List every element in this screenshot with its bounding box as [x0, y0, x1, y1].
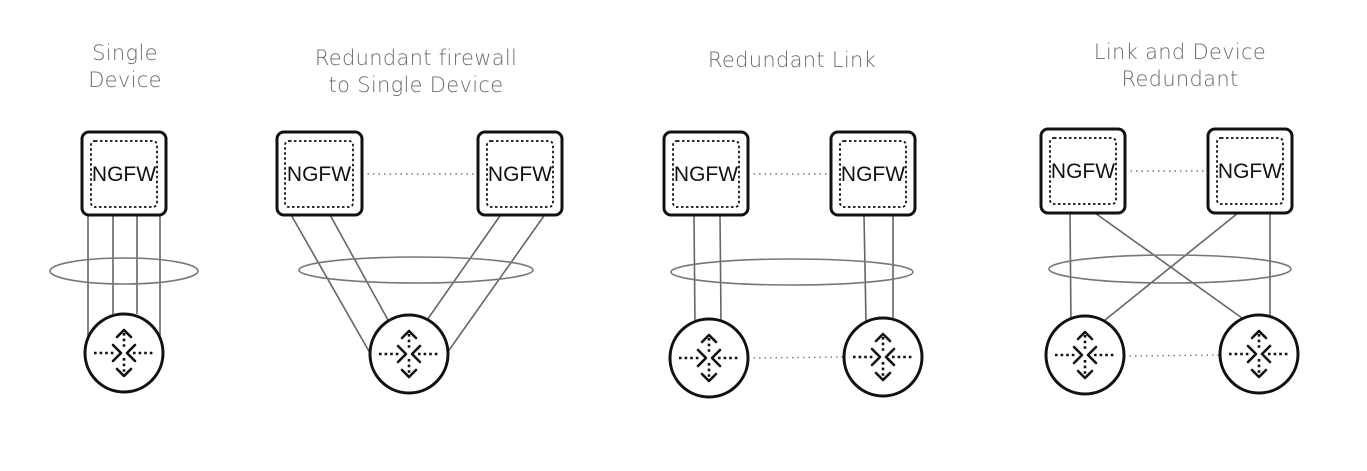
ngfw-label: NGFW [674, 163, 738, 186]
ngfw-inner-dashed [672, 140, 740, 208]
router [1044, 314, 1126, 396]
router-circle-arrows-icon [842, 316, 924, 398]
ngfw-label: NGFW [287, 163, 351, 186]
link-bundle-ellipse [1048, 254, 1292, 284]
links [1069, 212, 1271, 326]
link [328, 212, 389, 321]
router [1218, 313, 1300, 395]
ngfw-box-icon [1039, 127, 1127, 215]
link [1069, 212, 1072, 326]
link [1094, 212, 1243, 319]
ngfw-inner-dashed [284, 140, 354, 208]
firewall: NGFW [80, 130, 168, 217]
ngfw-label: NGFW [1218, 160, 1282, 183]
title-link-and-device-redundant: Link and Device Redundant [1050, 39, 1310, 93]
ngfw-inner-dashed [839, 140, 907, 208]
title-redundant-firewall: Redundant firewall to Single Device [276, 45, 556, 99]
ngfw-label: NGFW [488, 163, 552, 186]
diagram-single-device: NGFW [49, 130, 199, 394]
ngfw-box-icon [80, 130, 168, 217]
router-link-dotted [1123, 354, 1221, 357]
ngfw-box-icon [829, 130, 917, 217]
router-circle-arrows-icon [668, 317, 750, 399]
link-bundle-ellipse [298, 256, 534, 284]
title-line: Redundant Link [707, 48, 877, 72]
link [426, 212, 503, 321]
link [446, 212, 547, 354]
router-circle-arrows-icon [1044, 314, 1126, 396]
title-line: Link and Device [1093, 40, 1267, 64]
ngfw-inner-dashed [486, 140, 554, 208]
diagram-redundant-link: NGFW NGFW [662, 130, 924, 399]
ngfw-inner-dashed [90, 140, 158, 208]
links [693, 214, 894, 328]
firewall: NGFW [829, 130, 917, 217]
router-circle-arrows-icon [83, 312, 165, 394]
router [83, 312, 165, 394]
link [719, 214, 722, 322]
link [289, 212, 371, 354]
firewall: NGFW [1206, 127, 1294, 215]
router-link-dotted [747, 356, 845, 359]
ngfw-box-icon [476, 130, 564, 217]
ngfw-box-icon [1206, 127, 1294, 215]
ngfw-label: NGFW [1051, 160, 1115, 183]
router [842, 316, 924, 398]
firewall: NGFW [476, 130, 564, 217]
title-single-device: Single Device [60, 40, 190, 94]
link-bundle-ellipse [49, 257, 199, 285]
links [87, 215, 161, 342]
title-line: Redundant [1121, 67, 1239, 91]
title-line: to Single Device [328, 73, 504, 97]
link-bundle-ellipse [670, 258, 914, 286]
title-line: Device [88, 68, 162, 92]
title-line: Redundant firewall [314, 46, 518, 70]
ngfw-box-icon [275, 130, 364, 217]
ngfw-box-icon [662, 130, 750, 217]
router-circle-arrows-icon [1218, 313, 1300, 395]
links [289, 212, 547, 354]
link [1104, 212, 1239, 321]
firewall: NGFW [1039, 127, 1127, 215]
ngfw-inner-dashed [1216, 137, 1284, 205]
diagram-redundant-firewall: NGFW NGFW [275, 130, 564, 395]
ngfw-label: NGFW [841, 163, 905, 186]
router [668, 317, 750, 399]
firewall: NGFW [662, 130, 750, 217]
router [368, 313, 450, 395]
firewall: NGFW [275, 130, 364, 217]
ngfw-label: NGFW [92, 163, 156, 186]
link [863, 214, 867, 323]
title-redundant-link: Redundant Link [667, 47, 917, 74]
link [693, 214, 696, 328]
ngfw-inner-dashed [1049, 137, 1117, 205]
router-circle-arrows-icon [368, 313, 450, 395]
title-line: Single [92, 41, 158, 65]
diagram-link-and-device-redundant: NGFW NGFW [1039, 127, 1300, 396]
